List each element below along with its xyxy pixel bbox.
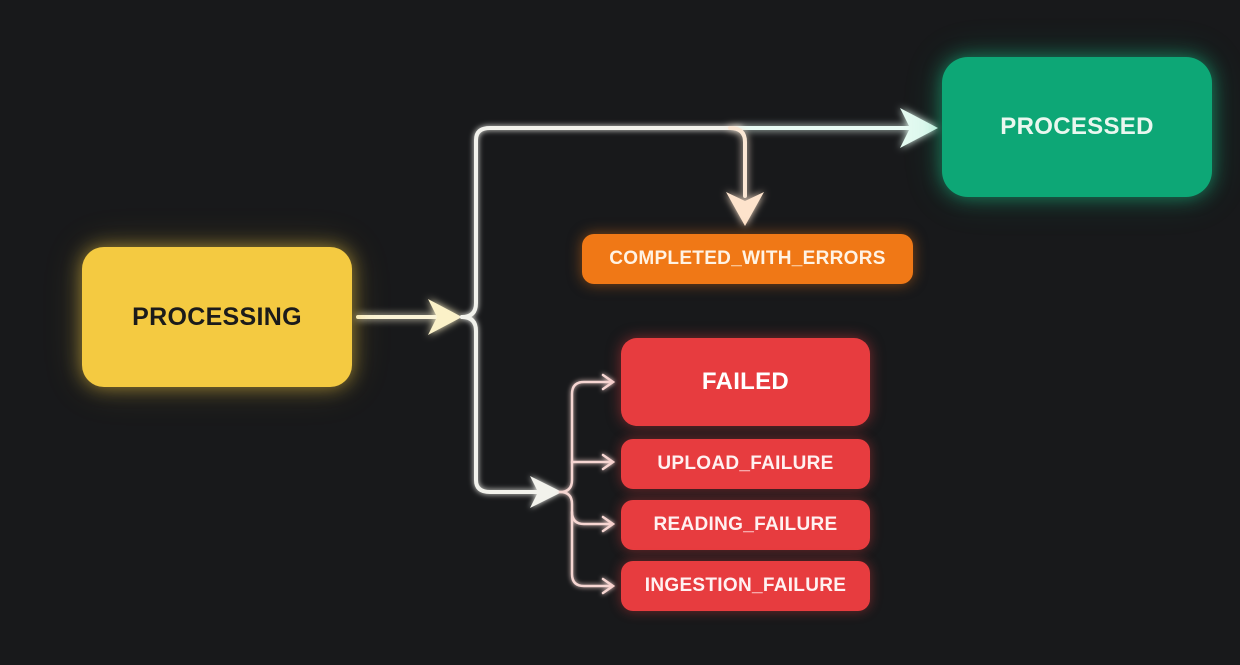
state-label-completed-with-errors: COMPLETED_WITH_ERRORS [609, 248, 886, 269]
state-node-upload-failure: UPLOAD_FAILURE [621, 439, 870, 489]
state-label-failed: FAILED [701, 368, 790, 395]
state-node-processing: PROCESSING [82, 247, 352, 387]
edge-failure-fanout [558, 373, 616, 595]
state-node-reading-failure: READING_FAILURE [621, 500, 870, 550]
state-label-processing: PROCESSING [132, 302, 302, 331]
state-node-completed-with-errors: COMPLETED_WITH_ERRORS [582, 234, 913, 284]
edge-to-completed-with-errors [726, 126, 764, 226]
state-label-ingestion-failure: INGESTION_FAILURE [644, 575, 847, 596]
state-node-failed: FAILED [621, 338, 870, 426]
edge-junction-spine [460, 126, 742, 508]
state-label-processed: PROCESSED [1000, 113, 1154, 140]
state-node-processed: PROCESSED [942, 57, 1212, 197]
state-label-reading-failure: READING_FAILURE [653, 514, 838, 535]
state-node-ingestion-failure: INGESTION_FAILURE [621, 561, 870, 611]
state-label-upload-failure: UPLOAD_FAILURE [657, 453, 834, 474]
edge-to-processed [738, 108, 938, 148]
edge-processing-junction [356, 299, 462, 335]
